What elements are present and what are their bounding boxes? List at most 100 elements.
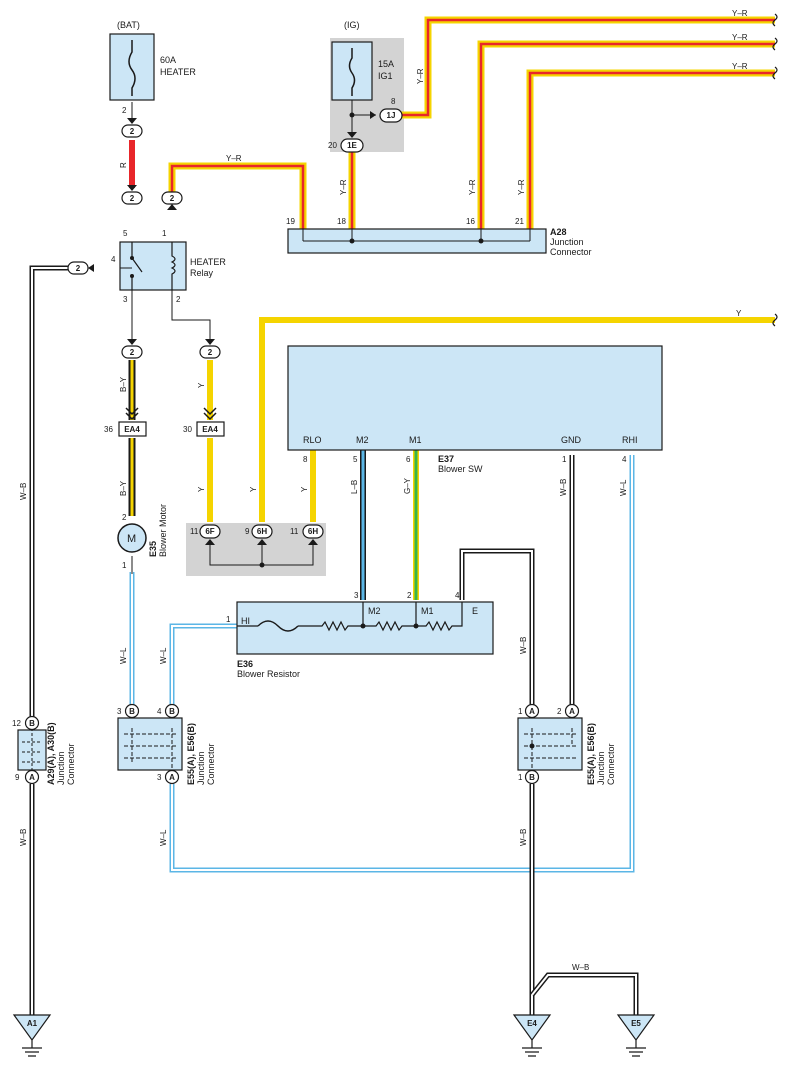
connector-a: A	[164, 769, 180, 785]
pin-label: 1	[226, 615, 231, 624]
junction-connector-e55-e56	[117, 717, 183, 771]
svg-text:E5: E5	[631, 1019, 641, 1028]
svg-text:B: B	[169, 707, 175, 716]
pin-label: 9	[15, 773, 20, 782]
pin-label: 2	[122, 513, 127, 522]
pin-label: 3	[117, 707, 122, 716]
svg-text:2: 2	[170, 194, 175, 203]
pin-label: 2	[407, 591, 412, 600]
svg-text:A: A	[569, 707, 575, 716]
pin-label: 3	[354, 591, 359, 600]
terminal-gnd: GND	[561, 435, 582, 445]
connector-a: A	[564, 703, 580, 719]
heater-fuse-name: HEATER	[160, 67, 196, 77]
wire-label: L–B	[350, 480, 359, 494]
wire-wl-group	[129, 455, 635, 873]
svg-text:1J: 1J	[387, 111, 396, 120]
terminal-m2: M2	[368, 606, 381, 616]
pin-label: 1	[122, 561, 127, 570]
svg-text:6F: 6F	[205, 527, 214, 536]
pin-label: 8	[303, 455, 308, 464]
ground-a1: A1	[12, 1014, 52, 1057]
wire-label: Y–R	[732, 62, 748, 71]
wire-label: Y–R	[517, 179, 526, 195]
wire-label: B–Y	[119, 376, 128, 392]
connector-2-relay2: 2	[199, 345, 221, 359]
e36-name: Blower Resistor	[237, 669, 300, 679]
connector-1e: 1E	[340, 138, 364, 153]
wire-yr-group	[168, 16, 775, 229]
jc-mid-name-1: Junction	[196, 751, 206, 785]
pin-label: 1	[518, 773, 523, 782]
jc-left-code: A29(A), A30(B)	[46, 722, 56, 785]
svg-text:6H: 6H	[308, 527, 318, 536]
wire-yr-a28-21	[526, 69, 775, 229]
wire-label: Y–R	[732, 9, 748, 18]
wire-break-marks	[772, 13, 778, 327]
wire-label: W–L	[119, 647, 128, 664]
ig1-fuse-amp: 15A	[378, 59, 394, 69]
svg-text:2: 2	[130, 127, 135, 136]
blower-motor	[117, 523, 147, 553]
ig-label: (IG)	[344, 20, 360, 30]
pin-label: 1	[162, 229, 167, 238]
pin-label: 1	[562, 455, 567, 464]
connector-2-relay5: 2	[121, 191, 143, 205]
jc-left-name-1: Junction	[56, 751, 66, 785]
e36-code: E36	[237, 659, 253, 669]
pin-label: 6	[406, 455, 411, 464]
pin-label: 19	[286, 217, 295, 226]
motor-symbol: M	[127, 533, 136, 545]
wire-yr-1j-top	[400, 16, 775, 119]
wire-label: Y	[197, 486, 206, 492]
wire-label: Y	[736, 309, 742, 318]
ea4-label: EA4	[202, 425, 218, 434]
svg-text:2: 2	[130, 348, 135, 357]
connector-1j: 1J	[379, 108, 403, 123]
wire-label: W–B	[559, 479, 568, 496]
terminal-m1: M1	[421, 606, 434, 616]
pin-label: 4	[157, 707, 162, 716]
terminal-m2: M2	[356, 435, 369, 445]
svg-text:6H: 6H	[257, 527, 267, 536]
pin-label: 16	[466, 217, 475, 226]
ea4-connector	[118, 421, 147, 437]
connector-2-relay4: 2	[67, 261, 89, 275]
wire-y-6h-top	[259, 317, 775, 522]
jc-right-name-2: Connector	[606, 743, 616, 785]
connector-6f: 6F	[199, 524, 221, 545]
a28-code: A28	[550, 227, 567, 237]
ground-e4: E4	[512, 1014, 552, 1057]
pin-label: 36	[104, 425, 113, 434]
svg-text:2: 2	[130, 194, 135, 203]
connector-6h: 6H	[302, 524, 324, 545]
wire-label: Y–R	[339, 179, 348, 195]
terminal-rlo: RLO	[303, 435, 322, 445]
pin-label: 9	[245, 527, 250, 536]
pin-label: 2	[122, 106, 127, 115]
ea4-label: EA4	[124, 425, 140, 434]
wire-label: R	[119, 162, 128, 168]
connector-a: A	[24, 769, 40, 785]
wire-label: Y	[197, 382, 206, 388]
heater-relay	[119, 241, 187, 291]
connector-2-bat: 2	[121, 124, 143, 138]
pin-label: 5	[353, 455, 358, 464]
connector-a: A	[524, 703, 540, 719]
svg-text:A: A	[529, 707, 535, 716]
wire-wb-group	[29, 265, 639, 1015]
terminal-rhi: RHI	[622, 435, 638, 445]
jc-left-name-2: Connector	[66, 743, 76, 785]
e37-name: Blower SW	[438, 464, 483, 474]
pin-label: 2	[176, 295, 181, 304]
ig1-fuse-name: IG1	[378, 71, 393, 81]
connector-b: B	[124, 703, 140, 719]
wire-label: Y	[300, 486, 309, 492]
wire-yr-relay-a28	[168, 162, 307, 229]
svg-text:A1: A1	[27, 1019, 38, 1028]
pin-label: 21	[515, 217, 524, 226]
relay-coil-icon	[170, 242, 176, 290]
relay-name-1: HEATER	[190, 257, 226, 267]
a28-name-1: Junction	[550, 237, 584, 247]
